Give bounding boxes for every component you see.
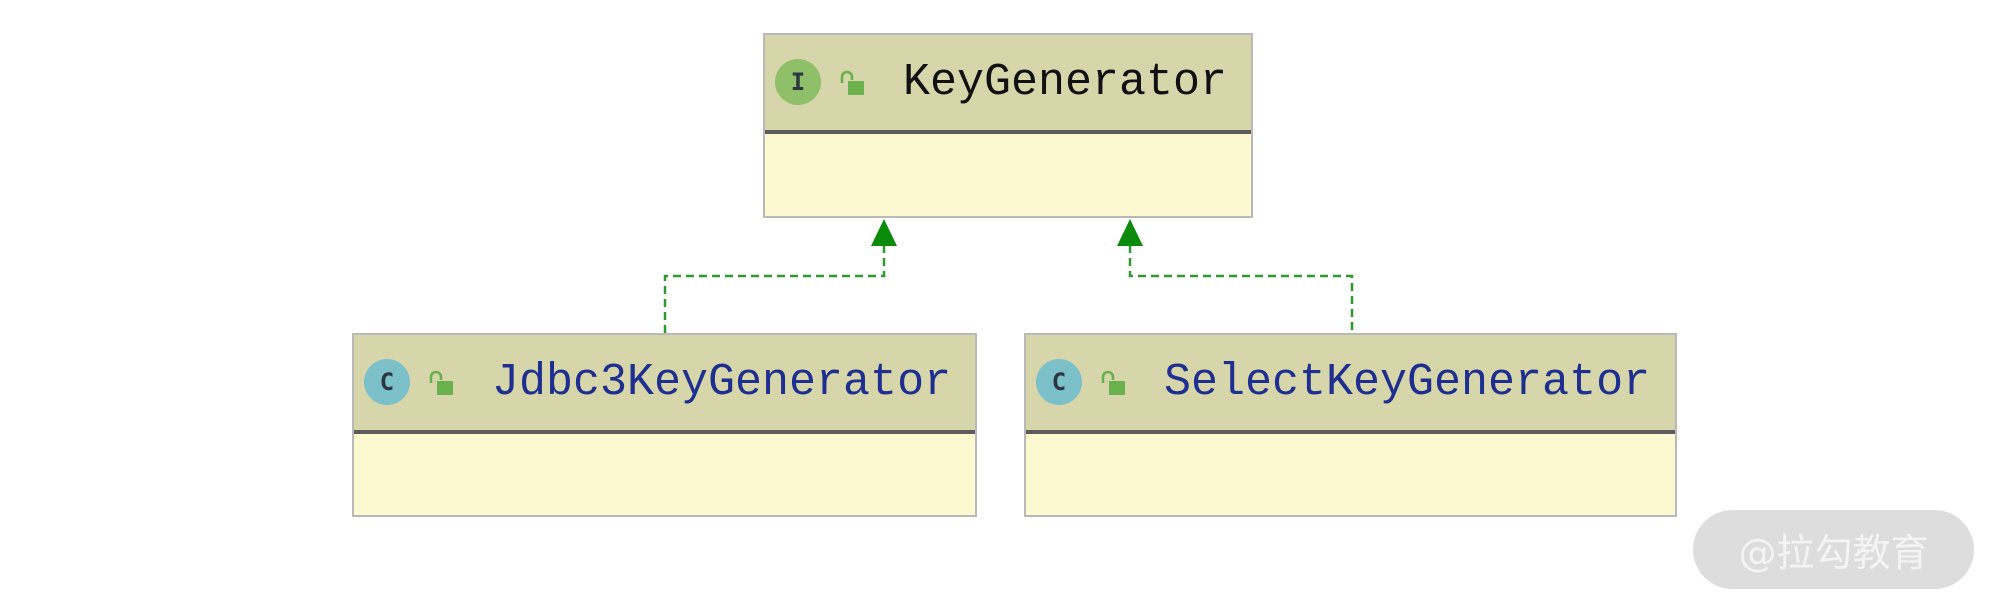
unlocked-icon (1101, 370, 1125, 395)
node-keygenerator[interactable]: I KeyGenerator (763, 33, 1253, 218)
unlocked-icon (840, 70, 864, 95)
interface-badge-icon: I (775, 59, 821, 105)
node-selectkeygenerator[interactable]: C SelectKeyGenerator (1024, 333, 1677, 517)
node-header: C SelectKeyGenerator (1026, 335, 1675, 434)
node-name: SelectKeyGenerator (1164, 357, 1651, 408)
arrowhead-right (1117, 219, 1143, 246)
node-name: KeyGenerator (903, 57, 1228, 108)
watermark: @拉勾教育 (1693, 510, 1974, 589)
arrowhead-left (871, 219, 897, 246)
node-header: I KeyGenerator (765, 35, 1251, 134)
node-header: C Jdbc3KeyGenerator (354, 335, 975, 434)
edge-jdbc3-to-keygenerator (663, 245, 886, 333)
node-name: Jdbc3KeyGenerator (492, 357, 952, 408)
edge-select-to-keygenerator (1128, 245, 1354, 333)
class-badge-icon: C (1036, 359, 1082, 405)
node-jdbc3keygenerator[interactable]: C Jdbc3KeyGenerator (352, 333, 977, 517)
unlocked-icon (429, 370, 453, 395)
class-badge-icon: C (364, 359, 410, 405)
